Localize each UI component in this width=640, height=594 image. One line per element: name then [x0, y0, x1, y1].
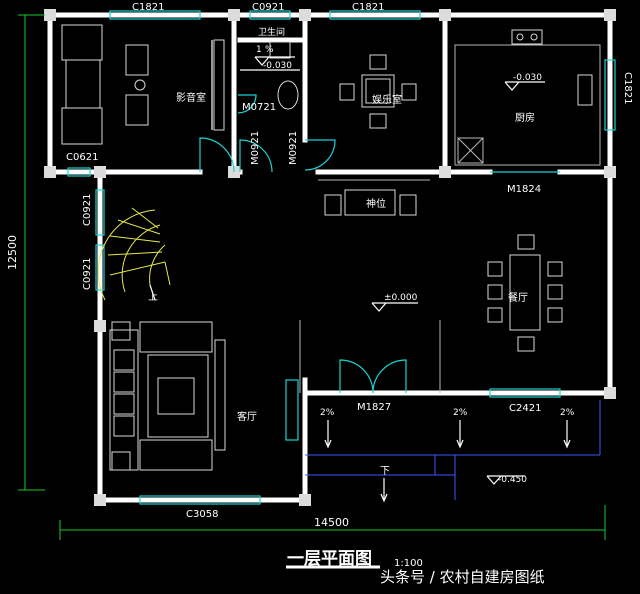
window-label-7: C0921 [82, 258, 93, 290]
door-label-3: M0921 [288, 131, 299, 165]
slope-arrows [324, 420, 571, 503]
terrace-outline [305, 400, 601, 500]
door-label-4: M1824 [507, 184, 541, 195]
labels: C1821 C0921 C1821 C1821 C0621 C0921 C092… [6, 2, 633, 586]
level-bath: -0.030 [263, 61, 292, 71]
doors [199, 94, 560, 394]
room-theater: 影音室 [176, 91, 206, 104]
slope-1: 2% [320, 408, 335, 418]
down-label: 下 [380, 466, 390, 477]
room-bath: 卫生间 [258, 26, 285, 38]
level-markers [254, 56, 545, 485]
living-sofa-set [109, 321, 226, 471]
dining-table [487, 234, 563, 352]
slope-2: 2% [453, 408, 468, 418]
window-label-5: C0621 [66, 152, 98, 163]
partitions [299, 44, 601, 393]
shrine-furniture [324, 189, 417, 216]
dimension-lines [18, 14, 606, 540]
level-kitchen: -0.030 [513, 73, 542, 83]
staircase [97, 207, 171, 301]
room-kitchen: 厨房 [515, 111, 535, 124]
kitchen-fixtures [511, 29, 593, 106]
window-label-8: C2421 [509, 403, 541, 414]
level-outside: -0.450 [498, 475, 527, 485]
room-living: 客厅 [237, 410, 257, 423]
entertainment-table [339, 54, 417, 129]
watermark: 头条号 / 农村自建房图纸 [380, 568, 545, 586]
window-label-4: C1821 [622, 72, 633, 104]
window-label-2: C0921 [252, 2, 284, 13]
door-label-1: M0721 [242, 102, 276, 113]
window-label-1: C1821 [132, 2, 164, 13]
stair-up-label: 上 [148, 291, 158, 303]
windows [67, 10, 616, 505]
interior-walls [97, 12, 613, 175]
window-label-3: C1821 [352, 2, 384, 13]
door-label-5: M1827 [357, 402, 391, 413]
front-dim-label: C3058 [186, 509, 218, 520]
drawing-title: 一层平面图 [287, 549, 372, 569]
slope-3: 2% [560, 408, 575, 418]
bath-fixtures [240, 41, 300, 110]
window-label-6: C0921 [82, 194, 93, 226]
bath-mark-b: % [265, 45, 274, 55]
door-label-2: M0921 [250, 131, 261, 165]
theater-furniture [61, 24, 225, 145]
bath-mark-a: 1 [256, 45, 262, 55]
room-entertainment: 娱乐室 [372, 93, 402, 106]
room-dining: 餐厅 [508, 291, 528, 304]
drawing-scale: 1:100 [394, 558, 423, 569]
columns [44, 9, 616, 506]
room-shrine: 神位 [366, 197, 386, 210]
level-main: ±0.000 [384, 293, 418, 303]
dim-height: 12500 [6, 235, 19, 270]
dim-width: 14500 [314, 516, 349, 529]
